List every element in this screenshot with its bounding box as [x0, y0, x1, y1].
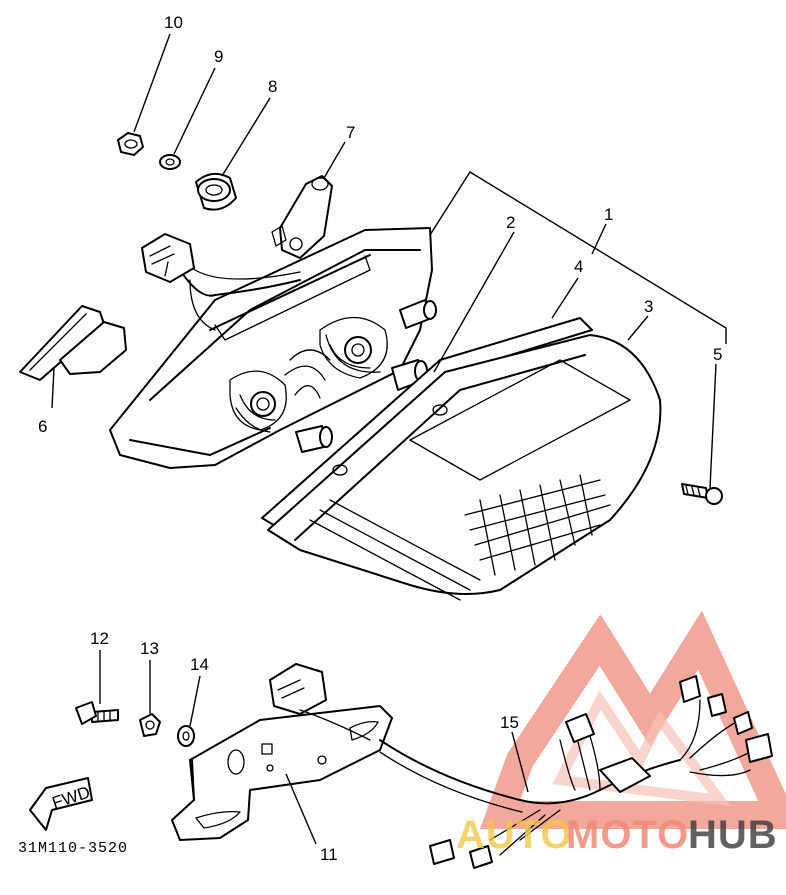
callout-10: 10 [164, 13, 183, 32]
callout-2: 2 [506, 213, 515, 232]
fwd-arrow-icon: FWD [29, 777, 93, 831]
watermark-text: AUTO MOTO HUB [456, 813, 778, 857]
callout-14: 14 [190, 655, 209, 674]
bracket-connector [269, 663, 371, 741]
part-3-lens [267, 334, 662, 601]
lamp-housing [109, 227, 433, 469]
callout-4: 4 [574, 257, 583, 276]
diagram-code: 31M110-3520 [18, 840, 128, 857]
housing-connector [141, 233, 195, 283]
bulb-lower-left [295, 425, 333, 453]
callout-13: 13 [140, 639, 159, 658]
watermark-auto: AUTO [456, 813, 573, 857]
part-6-pad [19, 305, 127, 381]
callout-12: 12 [90, 629, 109, 648]
part-14-washer [177, 725, 195, 747]
callout-5: 5 [713, 345, 722, 364]
callout-15: 15 [500, 713, 519, 732]
bulb-socket-right [319, 317, 388, 379]
part-9-washer [159, 154, 181, 170]
part-11-license-bracket [171, 705, 393, 841]
part-13-nut [139, 713, 161, 737]
callout-7: 7 [346, 123, 355, 142]
callout-6: 6 [38, 417, 47, 436]
part-7-bracket [271, 175, 333, 259]
watermark-logo [480, 610, 786, 829]
bulb-socket-left [229, 370, 287, 433]
callout-1: 1 [604, 205, 613, 224]
watermark-moto: MOTO [566, 813, 689, 857]
callout-8: 8 [268, 77, 277, 96]
part-8-grommet [195, 172, 237, 211]
part-5-screw [681, 483, 723, 505]
callout-labels: 10 9 8 7 6 2 1 4 3 5 12 13 14 11 15 [38, 13, 722, 864]
watermark-hub: HUB [688, 813, 778, 857]
part-12-bolt [75, 701, 119, 725]
callout-3: 3 [644, 297, 653, 316]
part-15-wire-harness [379, 675, 773, 869]
bulb-upper [399, 299, 437, 329]
part-10-nut [117, 132, 144, 156]
leader-lines [51, 33, 727, 845]
callout-11: 11 [320, 845, 338, 864]
callout-9: 9 [214, 47, 223, 66]
